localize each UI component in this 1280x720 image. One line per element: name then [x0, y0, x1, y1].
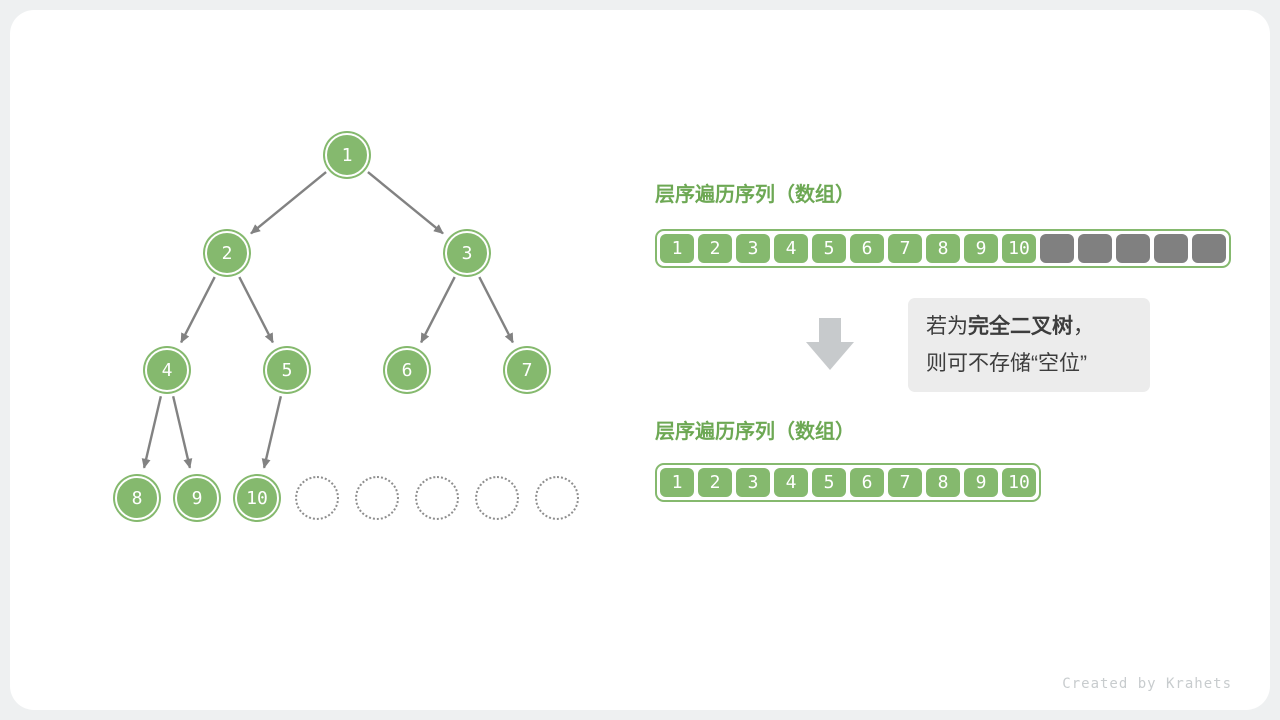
- array-cell-9: 9: [964, 234, 998, 263]
- array-cell-5: 5: [812, 468, 846, 497]
- array-cell-4: 4: [774, 468, 808, 497]
- array-cell-5: 5: [812, 234, 846, 263]
- tree-edge-1-2: [250, 171, 327, 235]
- bottom-array-title: 层序遍历序列（数组）: [655, 421, 855, 443]
- array-empty-slot: [1078, 234, 1112, 263]
- note-text-suffix: ，: [1073, 315, 1094, 338]
- array-cell-9: 9: [964, 468, 998, 497]
- array-empty-slot: [1116, 234, 1150, 263]
- array-cell-2: 2: [698, 234, 732, 263]
- tree-edge-1-3: [367, 171, 444, 235]
- array-cell-10: 10: [1002, 468, 1036, 497]
- tree-edge-4-8: [141, 396, 163, 469]
- tree-edge-3-7: [478, 276, 514, 344]
- note-line-1: 若为完全二叉树，: [926, 308, 1132, 345]
- array-cell-2: 2: [698, 468, 732, 497]
- array-cell-4: 4: [774, 234, 808, 263]
- array-cell-7: 7: [888, 468, 922, 497]
- array-empty-slot: [1040, 234, 1074, 263]
- array-cell-1: 1: [660, 468, 694, 497]
- tree-edge-3-6: [420, 276, 456, 344]
- watermark: Created by Krahets: [1062, 676, 1232, 692]
- array-cell-8: 8: [926, 234, 960, 263]
- tree-edge-2-5: [238, 276, 274, 344]
- note-text-bold: 完全二叉树: [968, 315, 1073, 338]
- note-text-prefix: 若为: [926, 315, 968, 338]
- tree-edge-2-4: [180, 276, 216, 344]
- tree-edge-5-10: [261, 396, 283, 469]
- array-cell-10: 10: [1002, 234, 1036, 263]
- array-empty-slot: [1154, 234, 1188, 263]
- array-cell-3: 3: [736, 234, 770, 263]
- top-array-title: 层序遍历序列（数组）: [655, 184, 855, 206]
- note-box: 若为完全二叉树， 则可不存储“空位”: [908, 298, 1150, 392]
- tree-edge-4-9: [171, 396, 193, 469]
- down-arrow-icon: [806, 318, 854, 370]
- array-empty-slot: [1192, 234, 1226, 263]
- array-cell-6: 6: [850, 468, 884, 497]
- array-cell-1: 1: [660, 234, 694, 263]
- array-cell-3: 3: [736, 468, 770, 497]
- note-line-2: 则可不存储“空位”: [926, 352, 1087, 375]
- array-cell-7: 7: [888, 234, 922, 263]
- array-cell-8: 8: [926, 468, 960, 497]
- array-cell-6: 6: [850, 234, 884, 263]
